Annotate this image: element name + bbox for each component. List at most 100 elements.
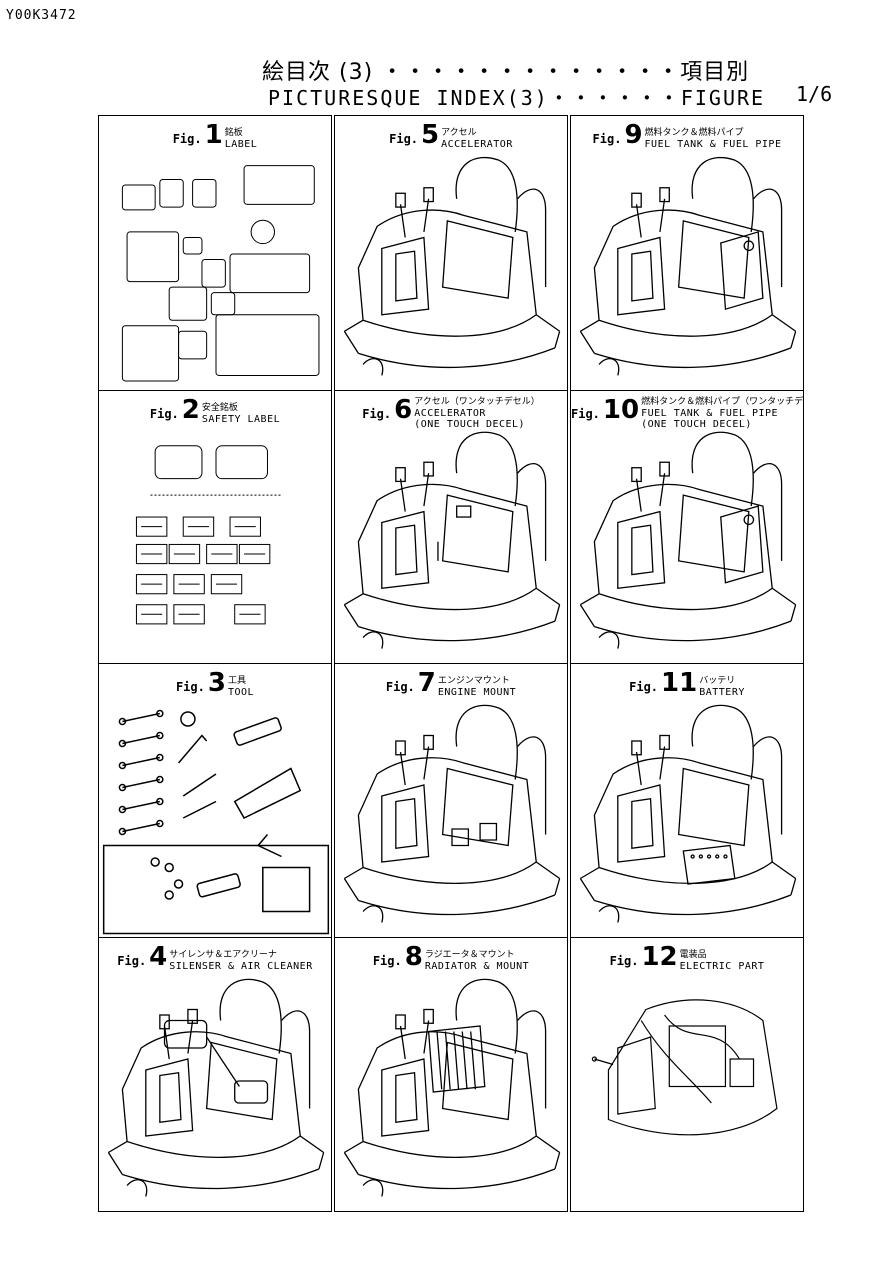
figure-illustration	[591, 999, 778, 1136]
figure-label: 燃料タンク＆燃料パイプ（ワンタッチデセル）FUEL TANK & FUEL PI…	[641, 397, 804, 430]
figure-label-jp: エンジンマウント	[437, 675, 510, 686]
fig-prefix: Fig.	[172, 132, 202, 146]
figure-illustration	[135, 445, 282, 625]
figure-number: 4	[149, 942, 168, 972]
figure-illustration	[343, 704, 561, 923]
label-parts-drawing	[121, 165, 320, 382]
fig-prefix: Fig.	[629, 680, 659, 694]
figure-label-en: LABEL	[224, 138, 258, 150]
engine-mount-drawing	[451, 822, 498, 847]
figure-illustration	[343, 156, 561, 376]
excavator-cab-drawing	[343, 156, 561, 376]
figure-label-jp: 工具	[227, 675, 246, 686]
figure-label-jp: 電装品	[679, 949, 707, 960]
excavator-cab-drawing	[107, 978, 325, 1197]
figure-number: 1	[204, 120, 223, 150]
figure-label-en: ACCELERATOR	[441, 138, 513, 150]
figure-label-en: ENGINE MOUNT	[437, 686, 517, 698]
figure-label: アクセル（ワンタッチデセル）ACCELERATOR(ONE TOUCH DECE…	[414, 397, 540, 430]
figure-illustration	[343, 978, 561, 1197]
figure-label-en: FUEL TANK & FUEL PIPE	[641, 408, 779, 419]
figure-label-en: ACCELERATOR	[414, 408, 486, 419]
excavator-cab-drawing	[579, 156, 797, 376]
figure-illustration	[579, 431, 797, 649]
page-title-en: PICTURESQUE INDEX(3)・・・・・・FIGURE	[268, 86, 766, 110]
electric-part-drawing	[591, 999, 778, 1136]
page-title-jp: 絵目次 (3) ・・・・・・・・・・・・・項目別	[262, 60, 750, 85]
page-number: 1/6	[796, 82, 833, 106]
fuel-tank-drawing	[720, 231, 764, 311]
fig-prefix: Fig.	[592, 132, 622, 146]
figure-label-jp: 銘板	[224, 127, 243, 138]
figure-label-jp: アクセル	[441, 127, 477, 138]
figure-label-en: FUEL TANK & FUEL PIPE	[644, 138, 782, 150]
excavator-cab-drawing	[579, 704, 797, 923]
figure-number: 6	[394, 395, 413, 425]
safety-label-drawing	[135, 445, 282, 625]
fig-prefix: Fig.	[117, 954, 147, 968]
fuel-tank-drawing	[720, 505, 764, 584]
figure-label-en: SAFETY LABEL	[201, 413, 281, 425]
figure-number: 3	[207, 668, 226, 698]
fig-prefix: Fig.	[385, 680, 415, 694]
fig-prefix: Fig.	[362, 407, 392, 421]
silencer-drawing	[163, 1019, 269, 1104]
figure-label-en: RADIATOR & MOUNT	[424, 960, 530, 972]
fig-prefix: Fig.	[149, 407, 179, 421]
figure-label-en-sub: (ONE TOUCH DECEL)	[414, 419, 526, 430]
figure-illustration	[579, 156, 797, 376]
figure-number: 5	[421, 120, 440, 150]
excavator-cab-drawing	[343, 431, 561, 649]
figure-label-jp: 安全銘板	[201, 402, 238, 413]
excavator-cab-drawing	[343, 704, 561, 923]
figure-number: 12	[641, 942, 678, 972]
figure-label-en-sub: (ONE TOUCH DECEL)	[641, 419, 752, 430]
figure-label-jp: 燃料タンク＆燃料パイプ（ワンタッチデセル）	[641, 397, 804, 407]
figure-illustration	[107, 978, 325, 1197]
figure-label-en: ELECTRIC PART	[679, 960, 765, 972]
doc-code: Y00K3472	[6, 8, 77, 23]
fig-prefix: Fig.	[389, 132, 419, 146]
tool-set-drawing	[102, 709, 330, 935]
excavator-cab-drawing	[343, 978, 561, 1197]
figure-label-jp: サイレンサ＆エアクリーナ	[169, 949, 277, 960]
figure-label-en: BATTERY	[699, 686, 745, 698]
battery-drawing	[682, 844, 736, 885]
fig-prefix: Fig.	[175, 680, 205, 694]
figure-number: 11	[661, 668, 698, 698]
figure-number: 10	[602, 395, 640, 425]
decel-switch-drawing	[437, 505, 472, 561]
figure-illustration	[579, 704, 797, 923]
figure-label-en: SILENSER & AIR CLEANER	[169, 960, 313, 972]
